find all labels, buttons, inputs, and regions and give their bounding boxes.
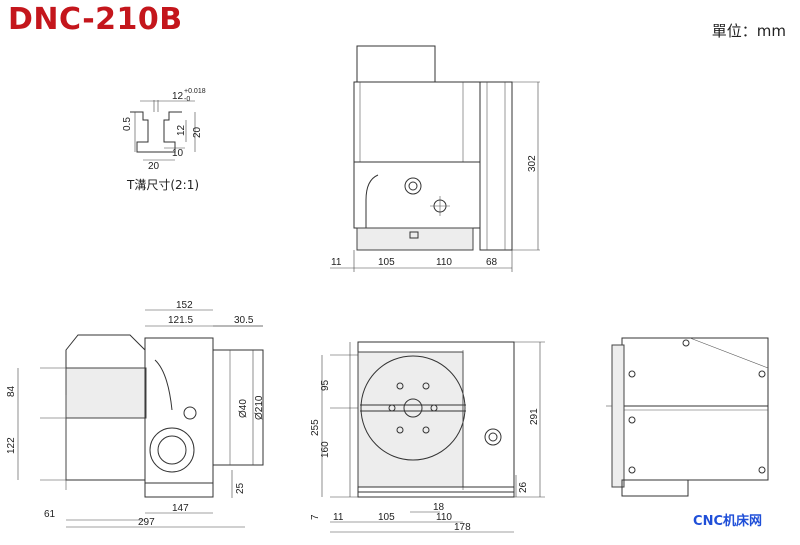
dim-side-152: 152: [176, 300, 193, 311]
model-title: DNC-210B: [8, 2, 183, 37]
rear-view: [606, 337, 769, 497]
dim-front-160: 160: [320, 441, 331, 458]
dim-side-121-5: 121.5: [168, 315, 193, 326]
dim-front-7: 7: [310, 514, 321, 520]
watermark: CNC机床网: [693, 514, 762, 529]
dim-tslot-05: 0.5: [122, 117, 133, 131]
dim-side-84: 84: [6, 385, 17, 397]
dim-tslot-20v: 20: [192, 126, 203, 138]
dim-side-122: 122: [6, 437, 17, 454]
dim-side-297: 297: [138, 517, 155, 528]
dim-side-210: Ø210: [254, 395, 265, 420]
top-view: 11 105 110 68 302: [330, 45, 540, 272]
dim-front-105: 105: [378, 512, 395, 523]
dim-tslot-20h: 20: [148, 161, 160, 172]
dim-side-40: Ø40: [238, 399, 249, 418]
dim-side-147: 147: [172, 503, 189, 514]
side-view: 152 121.5 30.5 84 122 Ø40 Ø210 25 147 61…: [6, 300, 265, 528]
dim-front-255: 255: [310, 419, 321, 436]
dim-top-11: 11: [331, 257, 342, 268]
dim-front-110: 110: [436, 512, 452, 523]
dim-front-178: 178: [454, 522, 471, 533]
dim-top-110: 110: [436, 257, 452, 268]
dim-top-302: 302: [527, 155, 538, 172]
dim-tslot-10: 10: [172, 148, 184, 159]
tslot-caption: T溝尺寸(2:1): [127, 178, 200, 192]
dim-front-18: 18: [433, 502, 445, 513]
dim-front-11: 11: [333, 512, 344, 523]
dim-tslot-12: 12: [176, 124, 187, 136]
dim-tslot-tol-upper: +0.018: [184, 88, 206, 95]
dim-front-26: 26: [518, 481, 529, 493]
dim-side-30-5: 30.5: [234, 315, 254, 326]
dim-front-291: 291: [529, 408, 540, 425]
dim-top-105: 105: [378, 257, 395, 268]
dim-side-61: 61: [44, 509, 56, 520]
front-view: 95 255 160 291 26 7 11 105 18 110 178: [310, 341, 545, 533]
dim-front-95: 95: [320, 379, 331, 391]
dim-tslot-tol-lower: -0: [184, 96, 190, 103]
dim-side-25: 25: [235, 482, 246, 494]
dim-top-68: 68: [486, 257, 498, 268]
dim-tslot-width: 12: [172, 91, 184, 102]
tslot-detail: 12 +0.018 -0 0.5 12 20 10 20: [122, 88, 206, 172]
unit-label: 單位：mm: [711, 22, 786, 40]
